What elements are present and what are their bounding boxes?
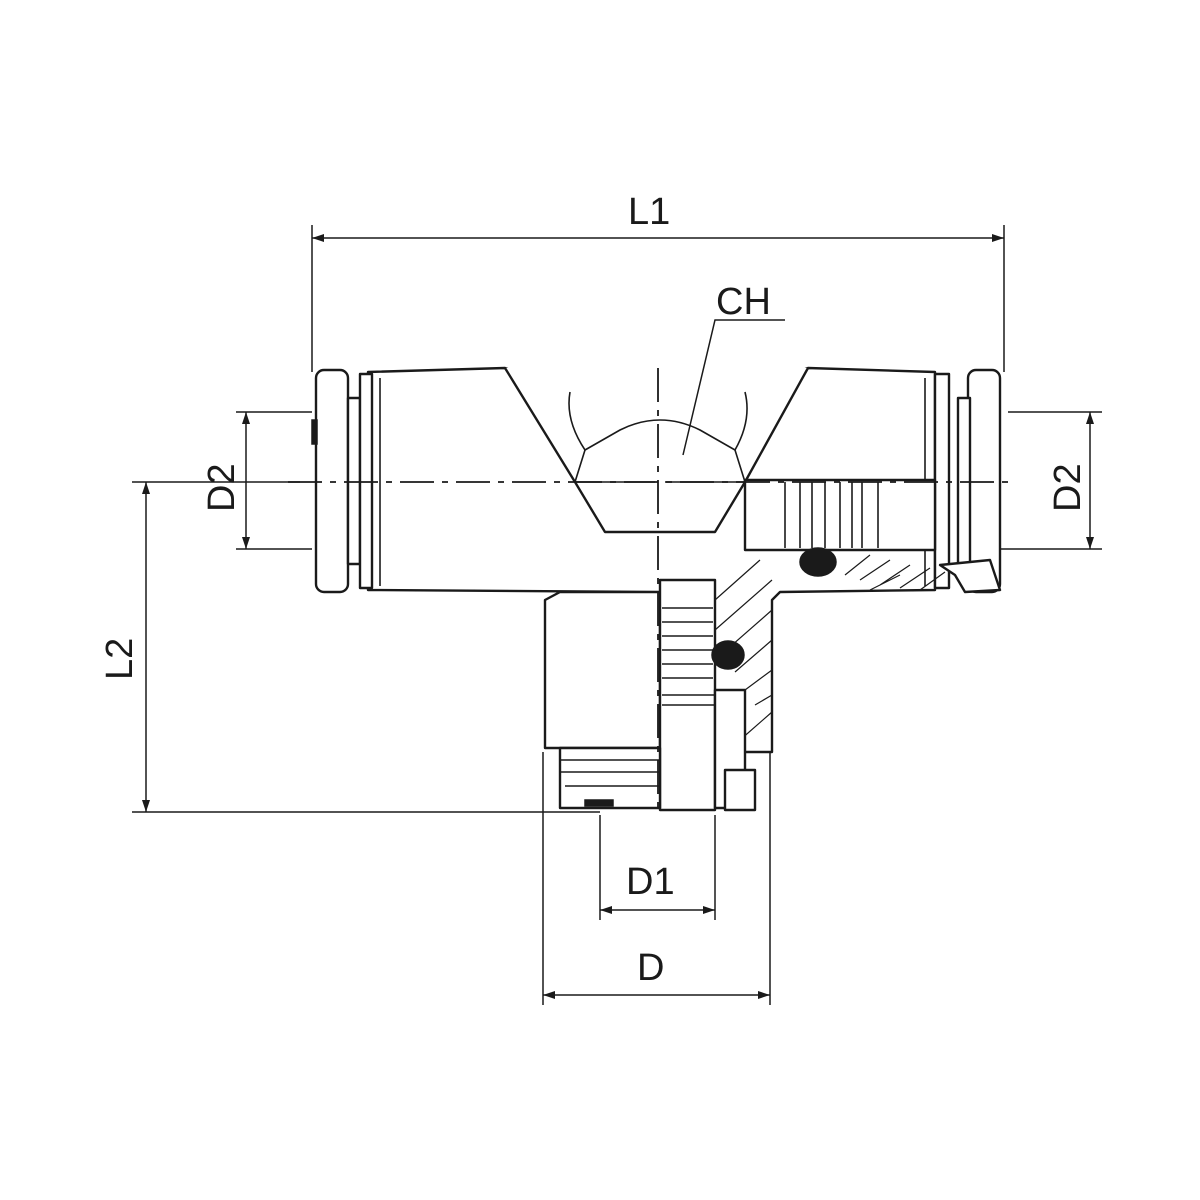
left-body-ring (358, 372, 374, 590)
center-lines (288, 368, 1010, 812)
right-release-collet (966, 368, 1002, 594)
left-release-collet (314, 368, 350, 594)
dimension-d1-label: D1 (626, 861, 675, 903)
dimension-d-label: D (637, 947, 664, 989)
right-collet-ring (956, 396, 972, 566)
fitting-body (311, 366, 1002, 812)
dimension-l1-label: L1 (628, 191, 670, 233)
dimension-d2-left-label: D2 (201, 463, 243, 512)
dimension-l2-label: L2 (99, 638, 141, 680)
dimensions: L1 CH D2 D2 L2 D1 D (99, 191, 1102, 1005)
right-body-ring (933, 372, 951, 590)
dimension-ch-label: CH (716, 281, 771, 323)
lower-collet (558, 746, 662, 810)
lower-o-ring (711, 640, 745, 670)
right-o-ring (799, 547, 837, 577)
dimension-d2-right-label: D2 (1047, 463, 1089, 512)
left-collet-ring (346, 396, 362, 566)
